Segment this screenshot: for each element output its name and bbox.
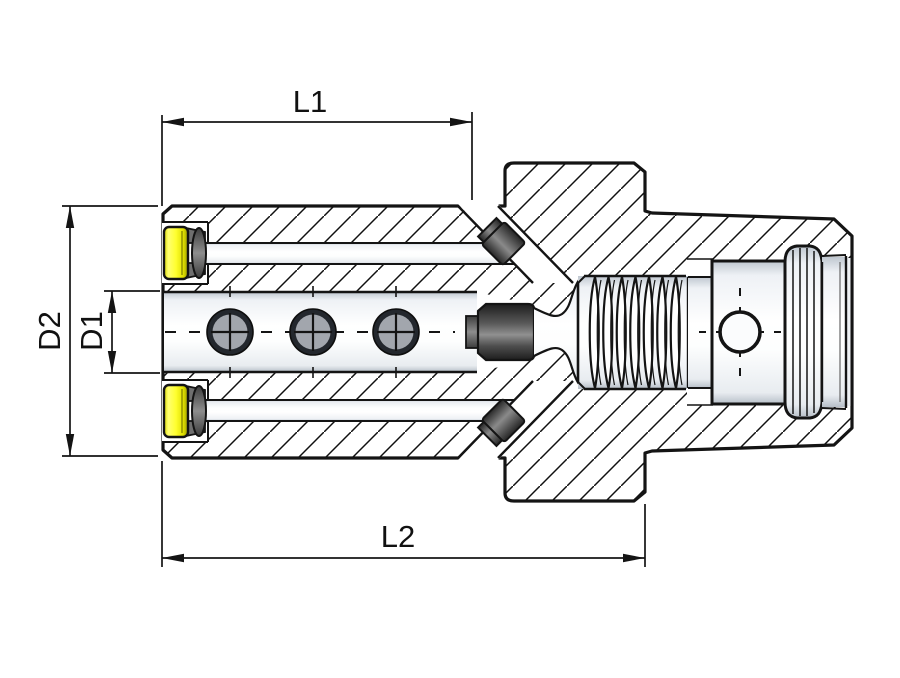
dimension-l1: L1 bbox=[161, 84, 473, 206]
cross-hole bbox=[718, 310, 762, 354]
clamping-collar bbox=[465, 302, 536, 362]
gripper-cylinder bbox=[699, 259, 787, 406]
dimension-label-d1: D1 bbox=[74, 311, 109, 351]
dimension-label-l2: L2 bbox=[381, 519, 415, 554]
dimension-label-l1: L1 bbox=[293, 84, 327, 119]
dimension-d1: D1 bbox=[74, 290, 160, 374]
taper-cone bbox=[820, 254, 851, 410]
dimension-label-d2: D2 bbox=[32, 311, 67, 351]
thread-runout bbox=[687, 258, 713, 406]
dimension-l2: L2 bbox=[161, 461, 646, 567]
thread-section bbox=[576, 274, 690, 391]
dimension-d2: D2 bbox=[32, 205, 158, 457]
flange-ball-track bbox=[783, 244, 824, 420]
spindle-neck bbox=[533, 279, 580, 385]
